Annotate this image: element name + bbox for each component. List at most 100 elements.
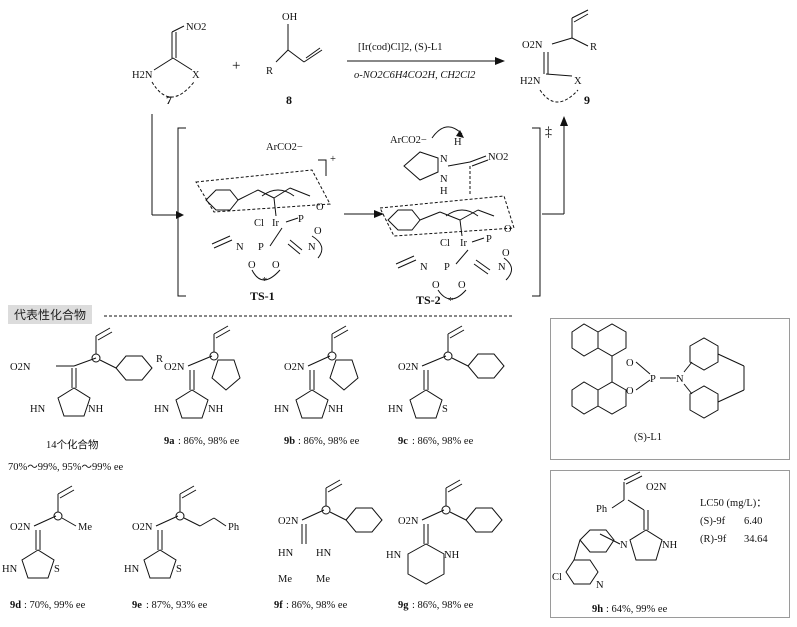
charge-label: + — [330, 154, 336, 165]
nitro-label: O2N — [284, 362, 305, 373]
reaction-arrow: [Ir(cod)Cl]2, (S)-L1 o-NO2C6H4CO2H, CH2C… — [347, 42, 505, 81]
phosphorus-label: P — [444, 262, 450, 273]
nitro-label: O2N — [646, 482, 667, 493]
section-title: 代表性化合物 — [8, 305, 93, 324]
double-dagger: ‡ — [545, 125, 552, 140]
compound-result: 70%～99%, 95%～99% ee — [8, 462, 124, 473]
chloride-label: Cl — [552, 572, 562, 583]
hydrogen-label: H — [454, 137, 462, 148]
phosphorus-label: P — [650, 374, 656, 385]
compound-label-7: 7 — [166, 93, 172, 107]
amine-label: HN — [154, 404, 170, 415]
sulfur-label: S — [176, 564, 182, 575]
oxygen-label: O — [502, 248, 510, 259]
oxygen-label: O — [626, 358, 634, 369]
oxygen-label: O — [458, 280, 466, 291]
compound-result: : 64%, 99% ee — [606, 604, 668, 615]
nitro-label: O2N — [132, 522, 153, 533]
nitrogen-label: N — [440, 154, 448, 165]
nitrogen-label: N — [440, 174, 448, 185]
compound-result: : 70%, 99% ee — [24, 600, 86, 611]
compound-result: : 86%, 98% ee — [412, 600, 474, 611]
nitro-label: O2N — [278, 516, 299, 527]
amine-label: NH — [328, 404, 344, 415]
compound-result: : 86%, 98% ee — [178, 436, 240, 447]
hydroxyl-label: OH — [282, 12, 298, 23]
star-label: * — [262, 276, 267, 287]
compound-label: 9b — [284, 436, 295, 447]
amine-label: HN — [388, 404, 404, 415]
compound-7: NO2 H2N X 7 — [132, 22, 206, 107]
lc50-row1-value: 6.40 — [744, 516, 762, 527]
methyl-label: Me — [78, 522, 92, 533]
ligand-box — [550, 318, 790, 460]
sulfur-label: S — [54, 564, 60, 575]
compound-9c: O2N HN S 9c : 86%, 98% ee — [388, 325, 505, 447]
compound-9b: O2N HN NH 9b : 86%, 98% ee — [274, 325, 360, 447]
hydrogen-label: H — [440, 186, 448, 197]
sulfur-label: S — [442, 404, 448, 415]
compound-label-9: 9 — [584, 93, 590, 107]
ts2-structure: ArCO2− H N N H NO2 Cl Ir P O O N P N O O — [379, 126, 515, 307]
compound-9g: O2N HN NH 9g : 86%, 98% ee — [386, 479, 503, 611]
compound-9h: Ph O2N N NH N Cl 9h : 64%, 99% ee — [552, 471, 678, 615]
x-label: X — [574, 76, 582, 87]
compound-9d: O2N Me HN S 9d : 70%, 99% ee — [2, 485, 92, 611]
anion-label: ArCO2− — [390, 135, 427, 146]
nitro-label: O2N — [398, 516, 419, 527]
iridium-label: Ir — [272, 218, 279, 229]
condition-additive: o-NO2C6H4CO2H, CH2Cl2 — [354, 70, 476, 81]
compound-result: : 86%, 98% ee — [298, 436, 360, 447]
ts1-label: TS-1 — [250, 289, 275, 303]
oxygen-label: O — [626, 386, 634, 397]
compound-label: 9e — [132, 600, 142, 611]
nitrogen-label: N — [308, 242, 316, 253]
nitrogen-label: N — [420, 262, 428, 273]
compound-label: 9h — [592, 604, 603, 615]
lc50-row2-name: (R)-9f — [700, 534, 727, 545]
mechanism-arrows — [151, 114, 568, 219]
compound-label: 9f — [274, 600, 283, 611]
nitrogen-label: N — [620, 540, 628, 551]
methyl-label: Me — [278, 574, 292, 585]
oxygen-label: O — [316, 202, 324, 213]
compound-9h-box — [550, 470, 790, 618]
compound-result: : 87%, 93% ee — [146, 600, 208, 611]
compound-label: 9a — [164, 436, 175, 447]
nitro-label: O2N — [10, 522, 31, 533]
amine-label: NH — [88, 404, 104, 415]
nitrogen-label: N — [596, 580, 604, 591]
condition-catalyst: [Ir(cod)Cl]2, (S)-L1 — [358, 42, 443, 53]
oxygen-label: O — [314, 226, 322, 237]
amine-label: HN — [30, 404, 46, 415]
compound-label: 9d — [10, 600, 21, 611]
amine-label: HN — [274, 404, 290, 415]
nitro-label: O2N — [398, 362, 419, 373]
oxygen-label: O — [248, 260, 256, 271]
amine-label: NH — [444, 550, 460, 561]
ligand-label: (S)-L1 — [634, 432, 662, 443]
anion-label: ArCO2− — [266, 142, 303, 153]
oxygen-label: O — [432, 280, 440, 291]
compound-8: OH R 8 — [266, 12, 323, 107]
phenyl-label: Ph — [228, 522, 240, 533]
compound-9e: O2N Ph HN S 9e : 87%, 93% ee — [124, 485, 240, 611]
lc50-data: LC50 (mg/L)： (S)-9f 6.40 (R)-9f 34.64 — [700, 498, 768, 545]
ts2-label: TS-2 — [416, 293, 441, 307]
compound-label: 9c — [398, 436, 408, 447]
amine-label: NH — [208, 404, 224, 415]
star-label: * — [448, 296, 453, 307]
x-label: X — [192, 70, 200, 81]
chloride-label: Cl — [254, 218, 264, 229]
phosphorus-label: P — [258, 242, 264, 253]
amine-label: HN — [2, 564, 18, 575]
amine-label: HN — [278, 548, 294, 559]
compound-count-label: 14个化合物 — [46, 438, 99, 451]
r-label: R — [156, 354, 163, 365]
iridium-label: Ir — [460, 238, 467, 249]
compound-result: : 86%, 98% ee — [412, 436, 474, 447]
nitro-label: O2N — [522, 40, 543, 51]
phosphorus-label: P — [298, 214, 304, 225]
nitro-label: O2N — [164, 362, 185, 373]
